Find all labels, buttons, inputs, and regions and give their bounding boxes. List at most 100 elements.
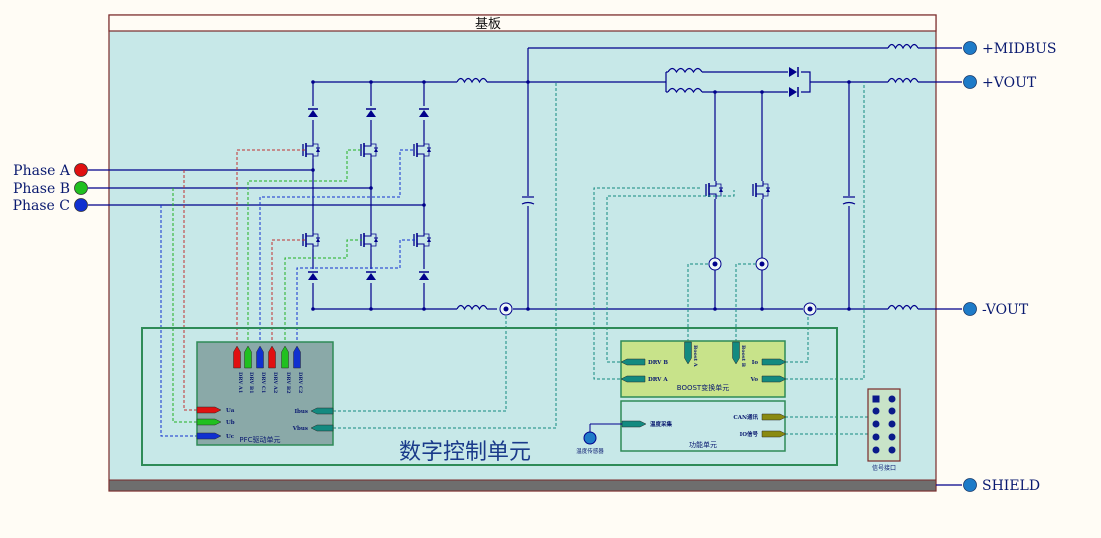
power-wiring (88, 47, 962, 486)
output-vout-positive[interactable]: +VOUT (963, 75, 1037, 91)
phase-input-a[interactable]: Phase A (13, 163, 88, 179)
pfc-gate-pin-5 (281, 345, 289, 369)
pin-label: Ua (226, 408, 235, 414)
output-vout-negative[interactable]: -VOUT (963, 302, 1029, 318)
dc-bus-current-sensor (499, 302, 513, 316)
board-title-bar (108, 14, 937, 32)
port-pin-icon (888, 420, 896, 428)
pin-label: Io (752, 360, 759, 366)
terminal-label: +MIDBUS (982, 41, 1057, 57)
pfc-gate-pin-4 (268, 345, 276, 369)
boost-b-current-sensor (755, 257, 769, 271)
pin-label: IO信号 (740, 430, 759, 438)
signal-port-pins (872, 395, 896, 454)
phase-terminal-icon[interactable] (74, 198, 88, 212)
pfc-mosfet-4 (300, 231, 322, 249)
pfc-sense-pin-2 (196, 418, 222, 426)
terminal-icon[interactable] (963, 478, 977, 492)
diode-upper-3 (418, 106, 430, 120)
port-pin-icon (888, 433, 896, 441)
port-pin-icon (888, 395, 896, 403)
phase-terminal-icon[interactable] (74, 163, 88, 177)
power-components (300, 66, 817, 316)
function-unit-module (620, 400, 786, 452)
phase-input-label: Phase A (13, 163, 71, 179)
boost-sense-pin-2 (761, 375, 787, 383)
pfc-sense-pin-3 (196, 432, 222, 440)
boost-drv-pin-2 (620, 375, 646, 383)
port-pin-icon (888, 446, 896, 454)
pin-label: DRV A (648, 377, 668, 383)
boost-mosfet-a (703, 181, 725, 199)
phase-input-c[interactable]: Phase C (13, 198, 88, 214)
pfc-mosfet-1 (300, 141, 322, 159)
pin-label: DRV B1 (248, 372, 254, 394)
boost-current-pin-2 (732, 341, 740, 365)
diode-lower-3 (418, 269, 430, 283)
terminal-icon[interactable] (963, 75, 977, 89)
function-unit-label: 功能单元 (689, 440, 717, 449)
pin-label: DRV C2 (297, 372, 303, 394)
pfc-bus-pin-2 (310, 424, 334, 432)
pfc-gate-pin-6 (293, 345, 301, 369)
pin-label: Uc (226, 434, 235, 440)
digital-control-title: 数字控制单元 (399, 440, 531, 465)
pin-label: CAN通讯 (733, 413, 758, 421)
pin-label: DRV B2 (285, 372, 291, 394)
temp-sensor-icon (583, 431, 597, 445)
phase-input-label: Phase C (13, 198, 70, 214)
function-io-pin-1 (761, 413, 787, 421)
pin-label: DRV C1 (260, 372, 266, 393)
phase-input-label: Phase B (13, 181, 70, 197)
output-midbus[interactable]: +MIDBUS (963, 41, 1057, 57)
output-current-sensor (803, 302, 817, 316)
boost-diode-b (788, 86, 801, 98)
boost-mosfet-b (750, 181, 772, 199)
port-pin-icon (872, 407, 880, 415)
output-terminals: +MIDBUS +VOUT -VOUT SHIELD (963, 41, 1057, 494)
signal-port-label: 信号接口 (872, 464, 896, 472)
pfc-gate-pin-3 (256, 345, 264, 369)
pfc-mosfet-3 (411, 141, 433, 159)
pfc-bus-pin-1 (310, 407, 334, 415)
diode-lower-1 (307, 269, 319, 283)
digital-control-unit (141, 327, 838, 466)
phase-terminal-icon[interactable] (74, 181, 88, 195)
terminal-label: +VOUT (982, 75, 1037, 91)
pfc-gate-pin-2 (244, 345, 252, 369)
pfc-mosfet-2 (358, 141, 380, 159)
pfc-driver-module (196, 341, 334, 446)
boost-diode-a (788, 66, 801, 78)
port-pin-icon (888, 407, 896, 415)
signal-wiring (160, 82, 868, 437)
output-shield[interactable]: SHIELD (963, 478, 1041, 494)
terminal-icon[interactable] (963, 302, 977, 316)
boost-current-pin-1 (684, 341, 692, 365)
inductors (456, 43, 919, 311)
boost-converter-module (620, 340, 786, 398)
phase-input-b[interactable]: Phase B (13, 181, 88, 197)
terminal-label: -VOUT (982, 302, 1029, 318)
board-bottom-bar (108, 479, 937, 492)
capacitors (521, 196, 856, 206)
pin-label: Vbus (292, 426, 308, 432)
pin-label: Vo (750, 377, 759, 383)
pin-label: Ub (226, 420, 235, 426)
pin-label: DRV A2 (272, 372, 278, 394)
terminal-icon[interactable] (963, 41, 977, 55)
temp-sensor-label: 温度传感器 (576, 447, 604, 455)
function-io-pin-2 (761, 430, 787, 438)
boost-drv-pin-1 (620, 358, 646, 366)
boost-a-current-sensor (708, 257, 722, 271)
temp-input-pin (621, 420, 647, 428)
pin-label: Boost A (692, 345, 698, 367)
boost-sense-pin-1 (761, 358, 787, 366)
pfc-sense-pin-1 (196, 406, 222, 414)
